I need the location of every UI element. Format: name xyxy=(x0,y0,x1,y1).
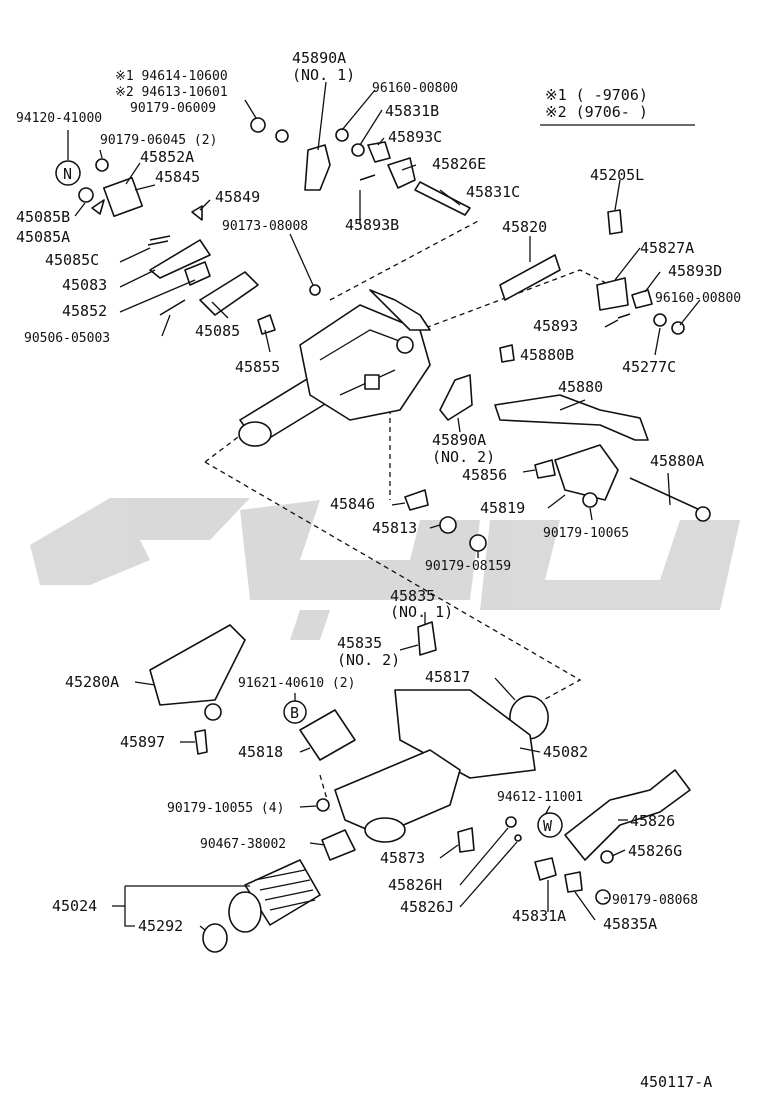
label-45880A: 45880A xyxy=(650,452,704,470)
label-45292: 45292 xyxy=(138,917,183,935)
label-45280A: 45280A xyxy=(65,673,119,691)
label-45845: 45845 xyxy=(155,168,200,186)
svg-text:N: N xyxy=(63,165,72,183)
label-90506: 90506-05003 xyxy=(24,331,110,346)
label-45826: 45826 xyxy=(630,812,675,830)
upper-mid-parts xyxy=(335,128,685,421)
label-45856: 45856 xyxy=(462,466,507,484)
label-45826H: 45826H xyxy=(388,876,442,894)
label-90173: 90173-08008 xyxy=(222,219,308,234)
label-45890A-1-no: (NO. 1) xyxy=(292,66,355,84)
label-45846: 45846 xyxy=(330,495,375,513)
label-45893: 45893 xyxy=(533,317,578,335)
label-45835-2-no: (NO. 2) xyxy=(337,651,400,669)
svg-text:W: W xyxy=(543,817,553,835)
label-45024: 45024 xyxy=(52,897,97,915)
upper-left-parts xyxy=(78,117,331,335)
label-90179-08159: 90179-08159 xyxy=(425,559,511,574)
label-45880: 45880 xyxy=(558,378,603,396)
label-45826E: 45826E xyxy=(432,155,486,173)
label-45085B: 45085B xyxy=(16,208,70,226)
label-45849: 45849 xyxy=(215,188,260,206)
label-45085A: 45085A xyxy=(16,228,70,246)
label-45855: 45855 xyxy=(235,358,280,376)
label-94614: ※1 94614-10600 xyxy=(115,69,228,84)
leader-lines xyxy=(67,81,701,931)
watermark-logo xyxy=(30,498,740,640)
label-90179-08068: 90179-08068 xyxy=(612,893,698,908)
label-90179-06009: 90179-06009 xyxy=(130,101,216,116)
label-45082: 45082 xyxy=(543,743,588,761)
lever-parts xyxy=(404,394,711,552)
label-45890A-2: 45890A xyxy=(432,431,486,449)
label-45205L: 45205L xyxy=(590,166,644,184)
label-45813: 45813 xyxy=(372,519,417,537)
label-94612: 94612-11001 xyxy=(497,790,583,805)
label-45831B: 45831B xyxy=(385,102,439,120)
label-45817: 45817 xyxy=(425,668,470,686)
label-45835-1: 45835 xyxy=(390,587,435,605)
label-45826J: 45826J xyxy=(400,898,454,916)
diagram-id: 450117-A xyxy=(640,1073,712,1091)
note-1: ※1 ( -9706) xyxy=(545,86,648,104)
label-94613: ※2 94613-10601 xyxy=(115,85,228,100)
label-45880B: 45880B xyxy=(520,346,574,364)
label-45819: 45819 xyxy=(480,499,525,517)
label-45827A: 45827A xyxy=(640,239,694,257)
label-45083: 45083 xyxy=(62,276,107,294)
label-90179-06045: 90179-06045 (2) xyxy=(100,133,217,148)
label-45835A: 45835A xyxy=(603,915,657,933)
label-91621: 91621-40610 (2) xyxy=(238,676,355,691)
label-90179-10065: 90179-10065 xyxy=(543,526,629,541)
label-45890A-1: 45890A xyxy=(292,49,346,67)
label-45085: 45085 xyxy=(195,322,240,340)
label-45873: 45873 xyxy=(380,849,425,867)
label-45852: 45852 xyxy=(62,302,107,320)
lower-column xyxy=(316,689,536,861)
label-45277C: 45277C xyxy=(622,358,676,376)
symbol-n: N xyxy=(55,160,81,186)
label-45831A: 45831A xyxy=(512,907,566,925)
upper-column-housing xyxy=(238,289,431,447)
label-45893C: 45893C xyxy=(388,128,442,146)
label-45085C: 45085C xyxy=(45,251,99,269)
svg-text:B: B xyxy=(290,704,299,722)
note-2: ※2 (9706- ) xyxy=(545,103,648,121)
label-45893B: 45893B xyxy=(345,216,399,234)
label-45831C: 45831C xyxy=(466,183,520,201)
label-45835-2: 45835 xyxy=(337,634,382,652)
label-45820: 45820 xyxy=(502,218,547,236)
label-45897: 45897 xyxy=(120,733,165,751)
label-96160-a: 96160-00800 xyxy=(372,81,458,96)
part-labels: 45890A (NO. 1) ※1 94614-10600 ※2 94613-1… xyxy=(16,49,741,1091)
label-90179-10055: 90179-10055 (4) xyxy=(167,801,284,816)
label-94120: 94120-41000 xyxy=(16,111,102,126)
label-45835-1-no: (NO. 1) xyxy=(390,603,453,621)
notes-box: ※1 ( -9706) ※2 (9706- ) xyxy=(540,86,695,126)
label-45818: 45818 xyxy=(238,743,283,761)
lower-right-parts xyxy=(534,769,691,905)
label-96160-b: 96160-00800 xyxy=(655,291,741,306)
symbol-w: W xyxy=(537,812,563,838)
label-45826G: 45826G xyxy=(628,842,682,860)
symbol-b: B xyxy=(283,700,307,724)
label-45852A: 45852A xyxy=(140,148,194,166)
label-45893D: 45893D xyxy=(668,262,722,280)
label-45890A-2-no: (NO. 2) xyxy=(432,448,495,466)
shaft-sleeve xyxy=(202,859,321,953)
label-90467: 90467-38002 xyxy=(200,837,286,852)
